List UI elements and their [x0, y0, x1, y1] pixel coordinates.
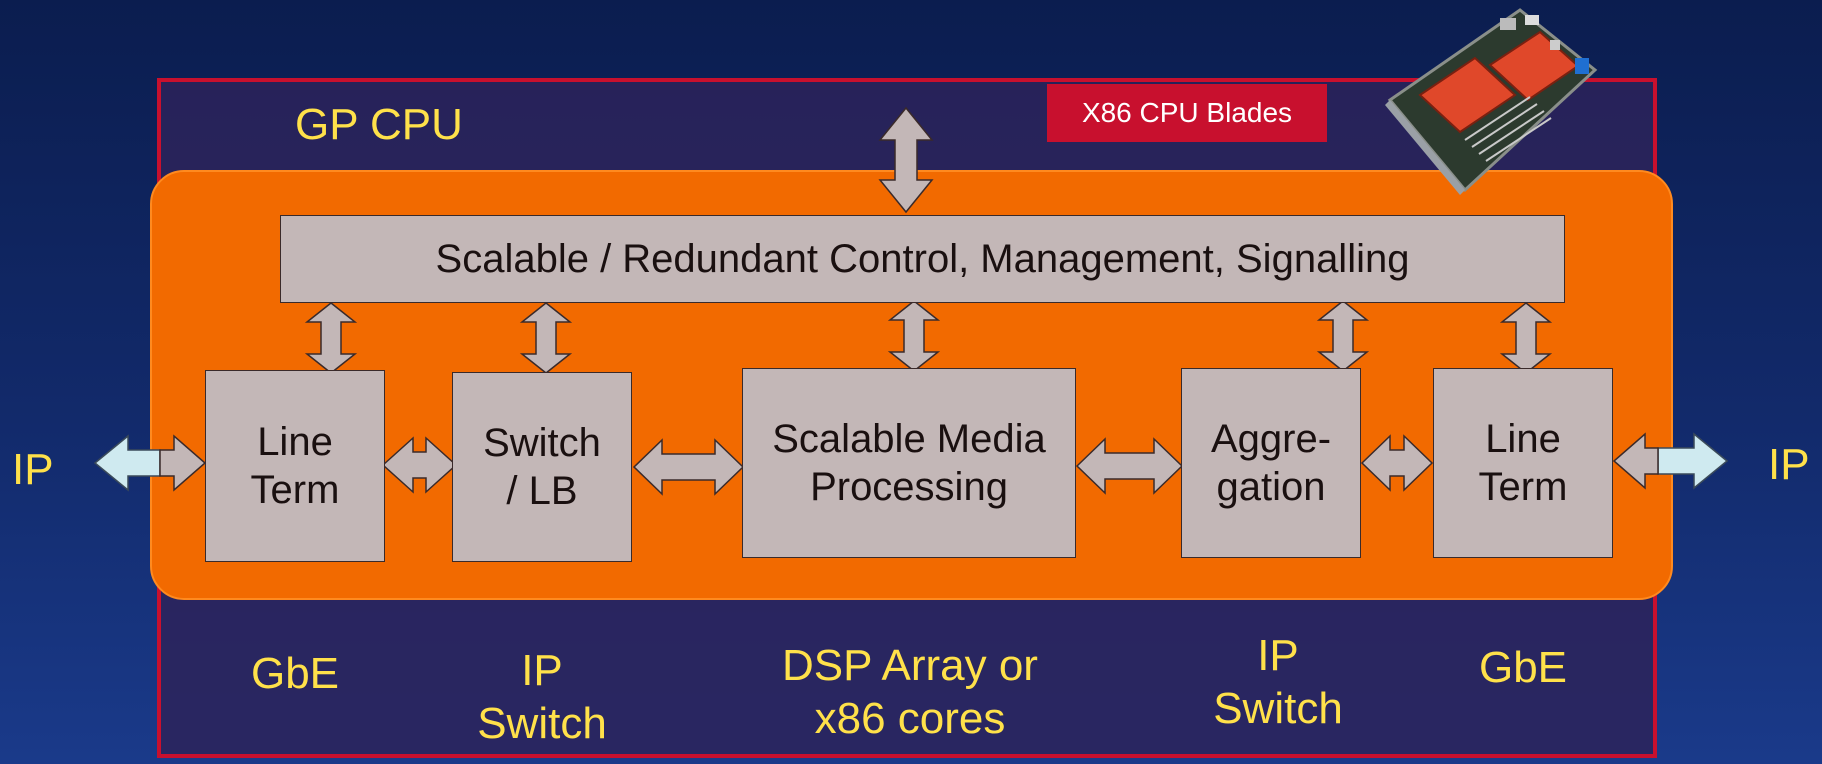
switch-media-arrow — [632, 438, 745, 496]
aggregation-block: Aggre- gation — [1181, 368, 1361, 558]
lineterm-switch-arrow — [381, 436, 458, 494]
ip-right-label: IP — [1768, 440, 1810, 489]
control-to-media-arrow — [889, 300, 939, 372]
block-line2: Term — [250, 468, 340, 512]
ip-left-arrow — [93, 434, 207, 492]
cpu-blade-image — [1385, 8, 1598, 195]
ip-left-label: IP — [12, 445, 54, 494]
label-line2: Switch — [477, 698, 607, 748]
block-line2: gation — [1216, 465, 1326, 509]
control-to-switch-arrow — [521, 302, 571, 374]
block-line2: / LB — [506, 469, 578, 513]
line-term-left-block: Line Term — [205, 370, 385, 562]
label-line1: GbE — [250, 649, 340, 698]
bottom-label-ip-switch-left: IP Switch — [442, 645, 642, 751]
frame-title: GP CPU — [295, 100, 463, 149]
switch-lb-block: Switch / LB — [452, 372, 632, 562]
block-line1: Aggre- — [1210, 417, 1332, 461]
control-to-lineterm-right-arrow — [1501, 302, 1551, 374]
label-line1: IP — [1257, 631, 1299, 680]
x86-cpu-blades-badge: X86 CPU Blades — [1047, 84, 1327, 142]
block-line1: Line — [257, 420, 333, 464]
block-line1: Scalable Media — [772, 417, 1046, 461]
media-aggregation-arrow — [1075, 437, 1184, 495]
bottom-label-gbe-left: GbE — [205, 648, 385, 701]
bottom-label-ip-switch-right: IP Switch — [1178, 630, 1378, 736]
bottom-label-dsp-array: DSP Array or x86 cores — [735, 640, 1085, 746]
label-line1: IP — [521, 646, 563, 695]
control-management-box: Scalable / Redundant Control, Management… — [280, 215, 1565, 303]
control-uplink-arrow — [879, 107, 933, 213]
block-line1: Line — [1485, 417, 1561, 461]
line-term-right-block: Line Term — [1433, 368, 1613, 558]
scalable-media-processing-block: Scalable Media Processing — [742, 368, 1076, 558]
block-line2: Processing — [810, 465, 1008, 509]
control-to-lineterm-left-arrow — [306, 302, 356, 374]
control-to-aggregation-arrow — [1318, 300, 1368, 372]
label-line2: Switch — [1213, 683, 1343, 733]
bottom-label-gbe-right: GbE — [1433, 642, 1613, 695]
ip-right-arrow — [1612, 432, 1729, 490]
label-line1: DSP Array or — [782, 641, 1038, 690]
block-line1: Switch — [483, 421, 601, 465]
block-line2: Term — [1478, 465, 1568, 509]
label-line1: GbE — [1478, 643, 1568, 692]
aggregation-lineterm-arrow — [1360, 434, 1434, 492]
label-line2: x86 cores — [814, 693, 1006, 743]
